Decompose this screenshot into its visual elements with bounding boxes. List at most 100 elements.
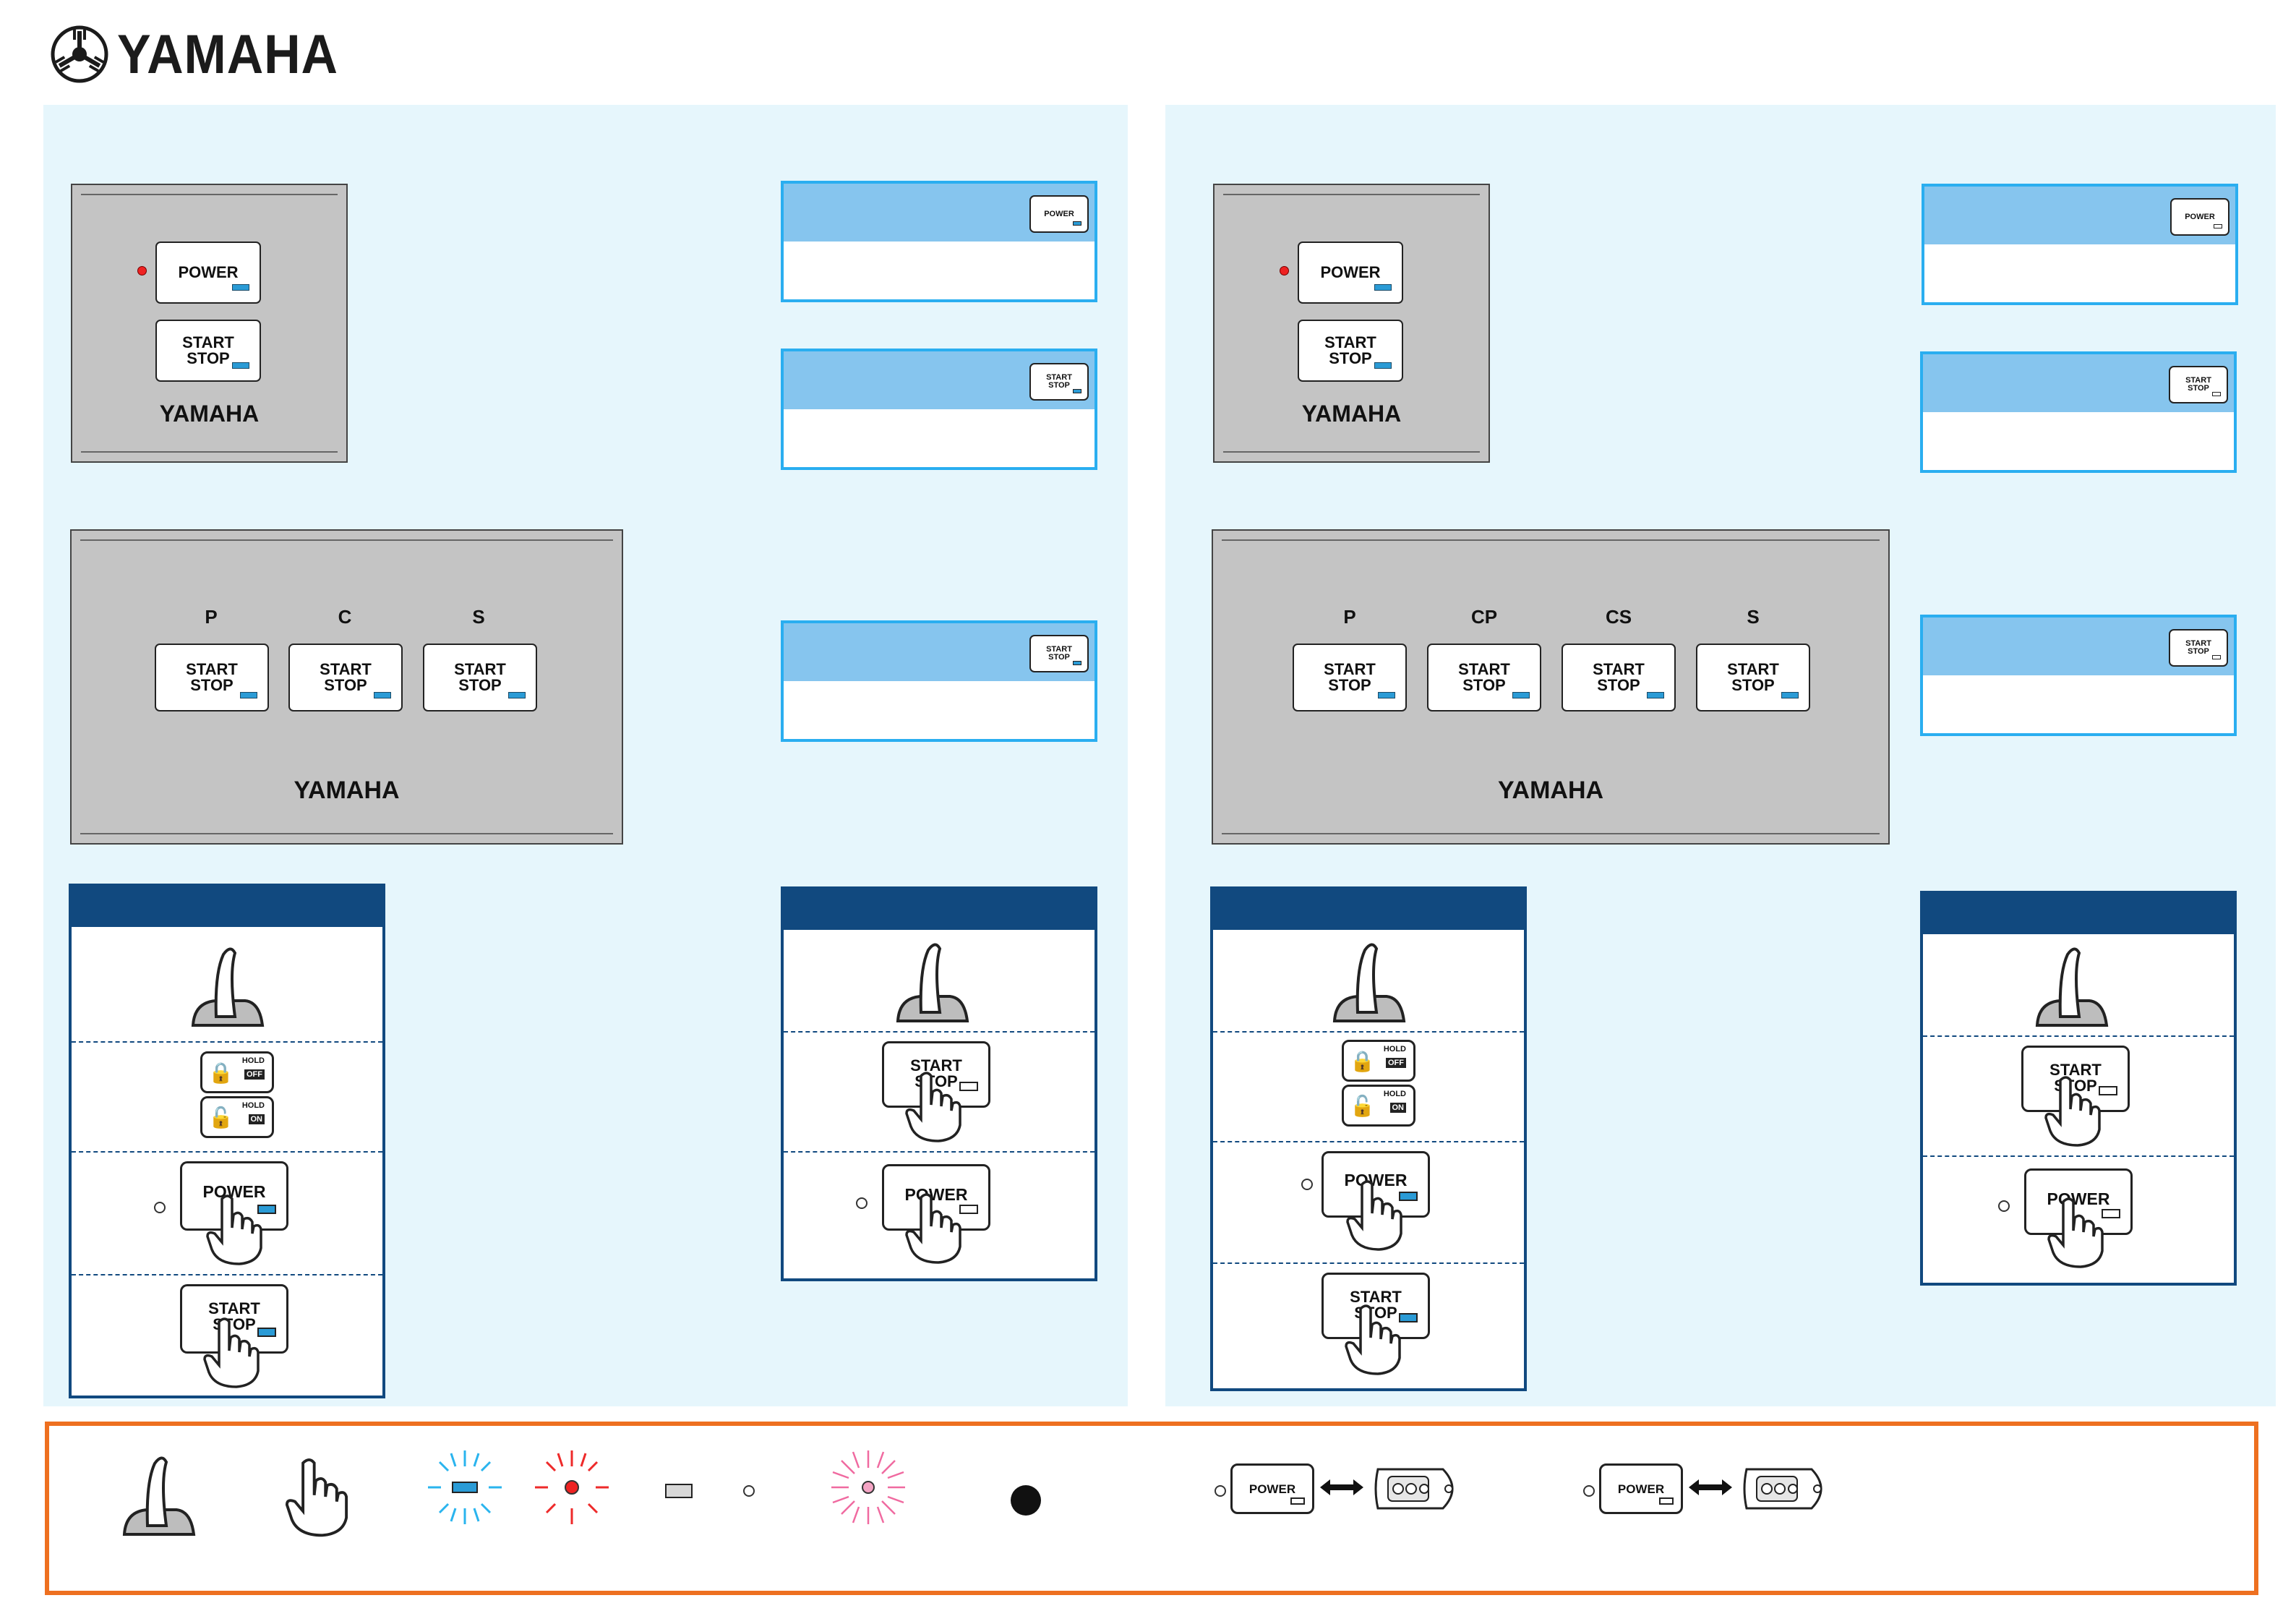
led: [1512, 692, 1530, 698]
led: [1647, 692, 1664, 698]
single-remote-panel: POWER START STOP YAMAHA: [71, 184, 348, 463]
mini-start-stop-button-icon: START STOP: [2169, 629, 2228, 667]
single-remote-panel: POWER START STOP YAMAHA: [1213, 184, 1490, 463]
mini-start-stop-button-icon: START STOP: [2169, 366, 2228, 403]
start-stop-button-cs[interactable]: START STOP: [1562, 644, 1676, 711]
stop-procedure-panel: START STOP POWER: [1920, 891, 2237, 1286]
start-stop-button-p[interactable]: START STOP: [155, 644, 269, 711]
power-led: [1374, 284, 1392, 291]
led: [508, 692, 526, 698]
button-label: START STOP: [1324, 660, 1376, 694]
start-stop-button-s[interactable]: START STOP: [423, 644, 537, 711]
lamp-off-icon: [743, 1485, 755, 1497]
power-indicator-lamp: [154, 1202, 166, 1213]
press-power-icon: POWER: [180, 1161, 288, 1231]
info-box-start-stop-2: START STOP: [1920, 615, 2237, 736]
throttle-lever-icon: [2035, 947, 2109, 1027]
pointing-hand-icon: [2044, 1076, 2101, 1147]
info-box-start-stop: START STOP: [1920, 351, 2237, 473]
start-procedure-panel: 🔒 HOLD OFF 🔓 HOLD ON POWER START STOP: [1210, 886, 1527, 1391]
throttle-lever-icon: [896, 943, 969, 1022]
press-power-icon: POWER: [882, 1164, 990, 1231]
info-box-start-stop: START STOP: [781, 349, 1097, 470]
button-label: START STOP: [186, 660, 238, 694]
start-stop-button-s[interactable]: START STOP: [1696, 644, 1810, 711]
remote-brand: YAMAHA: [1497, 777, 1604, 804]
start-stop-button-label: START STOP: [1324, 333, 1376, 367]
key-fob-icon: [1374, 1468, 1454, 1510]
info-box-start-stop-2: START STOP: [781, 620, 1097, 742]
hold-switch-icon: 🔒 HOLD OFF 🔓 HOLD ON: [200, 1051, 274, 1145]
start-stop-button[interactable]: START STOP: [1298, 320, 1403, 382]
triple-remote-panel: P C S START STOP START STOP START STOP Y…: [70, 529, 623, 845]
button-label: START STOP: [1458, 660, 1510, 694]
lamp-icon: [1583, 1485, 1595, 1497]
stop-procedure-panel: START STOP POWER: [781, 886, 1097, 1281]
press-start-stop-icon: START STOP: [2021, 1046, 2130, 1112]
blinking-pink-led-icon: [831, 1450, 905, 1524]
pointing-hand-icon: [1345, 1304, 1401, 1375]
start-stop-button[interactable]: START STOP: [155, 320, 261, 382]
start-stop-button-c[interactable]: START STOP: [288, 644, 403, 711]
power-indicator-lamp: [1301, 1179, 1313, 1190]
info-box-power: POWER: [781, 181, 1097, 302]
start-stop-button-label: START STOP: [182, 333, 234, 367]
remote-brand: YAMAHA: [1301, 401, 1402, 427]
black-dot-icon: [1011, 1485, 1041, 1516]
mini-power-button-icon: POWER: [2170, 198, 2229, 236]
double-arrow-icon: [1320, 1479, 1363, 1495]
mini-start-stop-button-icon: START STOP: [1029, 635, 1089, 672]
logo-wordmark: YAMAHA: [117, 23, 338, 85]
legend-panel: POWER POWER: [45, 1422, 2258, 1595]
power-indicator-lamp: [1280, 266, 1289, 275]
column-label-cs: CS: [1605, 606, 1632, 628]
button-label: START STOP: [1727, 660, 1779, 694]
start-stop-button-cp[interactable]: START STOP: [1427, 644, 1541, 711]
power-button[interactable]: POWER: [155, 242, 261, 304]
power-led: [232, 284, 249, 291]
column-label-p: P: [1343, 606, 1356, 628]
throttle-lever-icon: [1332, 943, 1406, 1022]
yamaha-logo: YAMAHA: [51, 22, 358, 87]
pointing-hand-icon: [285, 1458, 348, 1537]
pointing-hand-icon: [203, 1317, 260, 1388]
led-off-icon: [665, 1484, 693, 1498]
pointing-hand-icon: [206, 1195, 262, 1265]
power-button-label: POWER: [1320, 263, 1381, 281]
pointing-hand-icon: [1346, 1180, 1402, 1251]
button-label: START STOP: [320, 660, 372, 694]
throttle-lever-icon: [191, 947, 265, 1027]
info-box-power: POWER: [1922, 184, 2238, 305]
column-label-c: C: [338, 606, 352, 628]
pointing-hand-icon: [905, 1072, 961, 1142]
quad-remote-panel: P CP CS S START STOP START STOP START ST…: [1212, 529, 1890, 845]
blinking-red-led-icon: [535, 1450, 609, 1524]
power-indicator-lamp: [137, 266, 147, 275]
power-indicator-lamp: [1998, 1200, 2010, 1212]
column-label-p: P: [205, 606, 218, 628]
start-stop-led: [232, 362, 249, 369]
power-button[interactable]: POWER: [1298, 242, 1403, 304]
power-fob-link-icon: POWER: [1230, 1463, 1314, 1514]
button-label: START STOP: [454, 660, 506, 694]
start-stop-led: [1374, 362, 1392, 369]
led: [240, 692, 257, 698]
mini-power-button-icon: POWER: [1029, 195, 1089, 233]
led: [374, 692, 391, 698]
key-fob-icon: [1743, 1468, 1822, 1510]
pointing-hand-icon: [905, 1193, 961, 1264]
mini-start-stop-button-icon: START STOP: [1029, 363, 1089, 401]
throttle-lever-icon: [122, 1456, 196, 1536]
start-stop-button-p[interactable]: START STOP: [1293, 644, 1407, 711]
remote-brand: YAMAHA: [159, 401, 260, 427]
column-label-s: S: [1747, 606, 1760, 628]
column-label-cp: CP: [1470, 606, 1498, 628]
tuning-forks-icon: [51, 25, 108, 83]
lamp-icon: [1215, 1485, 1226, 1497]
column-label-s: S: [472, 606, 485, 628]
hold-switch-icon: 🔒 HOLD OFF 🔓 HOLD ON: [1342, 1040, 1415, 1134]
start-procedure-panel: 🔒 HOLD OFF 🔓 HOLD ON POWER START STOP: [69, 884, 385, 1398]
button-label: START STOP: [1593, 660, 1645, 694]
pointing-hand-icon: [2047, 1197, 2104, 1268]
led: [1378, 692, 1395, 698]
